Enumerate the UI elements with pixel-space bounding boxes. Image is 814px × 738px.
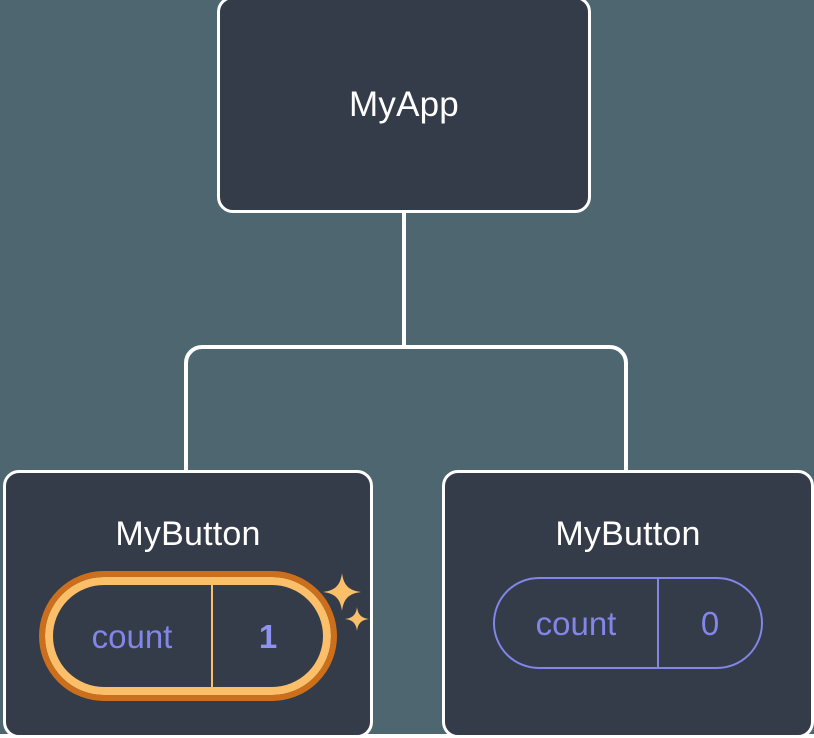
state-value-label: 0 — [700, 604, 720, 642]
state-value-cell: 0 — [659, 579, 761, 667]
state-pill-right-wrap: count 0 — [493, 577, 763, 669]
edge-to-left-child — [184, 345, 404, 472]
node-mybutton-right-label: MyButton — [555, 515, 701, 553]
node-mybutton-left-label: MyButton — [115, 515, 261, 553]
node-myapp[interactable]: MyApp — [217, 0, 591, 213]
node-mybutton-right[interactable]: MyButton count 0 — [442, 470, 814, 738]
state-pill-left-wrap: count 1 — [39, 571, 369, 701]
node-myapp-label: MyApp — [349, 85, 459, 124]
state-value-cell: 1 — [213, 585, 323, 687]
state-key-label: count — [91, 617, 173, 655]
state-value-label: 1 — [258, 617, 278, 655]
state-pill-count-highlighted[interactable]: count 1 — [39, 571, 337, 701]
edge-to-right-child — [404, 345, 628, 472]
state-key-cell: count — [495, 579, 659, 667]
state-key-cell: count — [53, 585, 213, 687]
state-pill-count-plain[interactable]: count 0 — [493, 577, 763, 669]
sparkle-large-icon — [323, 573, 361, 611]
sparkle-small-icon — [345, 607, 369, 631]
state-key-label: count — [535, 604, 617, 642]
node-mybutton-left[interactable]: MyButton count 1 — [3, 470, 373, 738]
